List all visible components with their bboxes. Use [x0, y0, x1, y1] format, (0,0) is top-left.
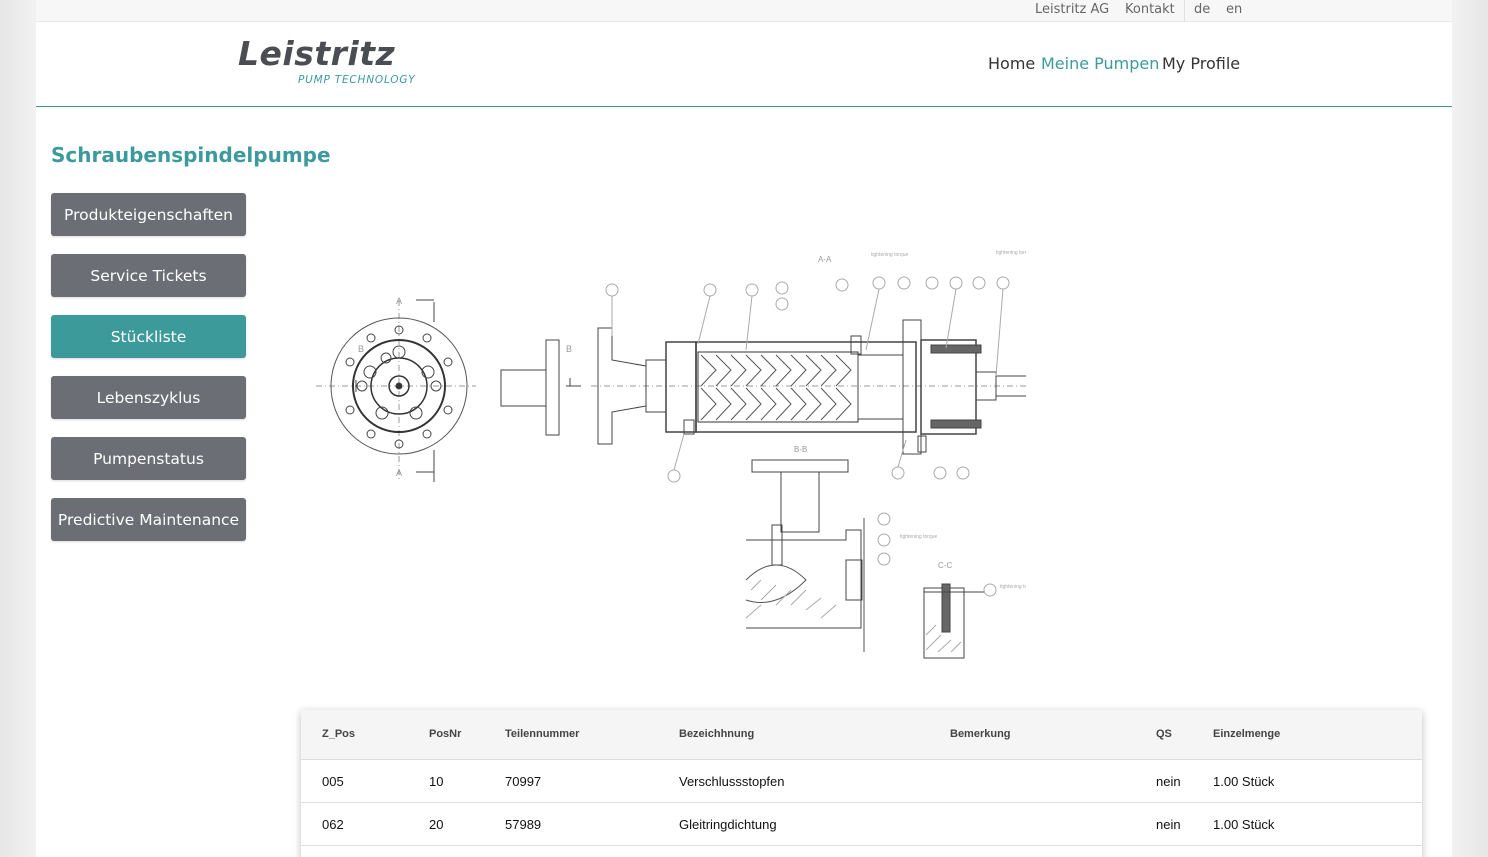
cell-einzelmenge: 1.00 Stück: [1213, 774, 1275, 789]
cell-bezeichnung: Verschlussstopfen: [679, 774, 785, 789]
table-row[interactable]: 005 10 70997 Verschlussstopfen nein 1.00…: [301, 760, 1422, 803]
front-view: [316, 299, 581, 482]
table-row[interactable]: 062 20 57989 Gleitringdichtung nein 1.00…: [301, 803, 1422, 846]
site-header: Leistritz PUMP TECHNOLOGY Home Meine Pum…: [36, 22, 1452, 107]
column-header-einzelmenge[interactable]: Einzelmenge: [1213, 728, 1281, 740]
menu-stueckliste-button[interactable]: Stückliste: [51, 315, 246, 358]
nav-meine-pumpen[interactable]: Meine Pumpen: [1041, 54, 1160, 73]
torque-note: tightening torque: [900, 534, 937, 540]
page: Leistritz AG Kontakt de en Leistritz PUM…: [36, 0, 1452, 857]
section-label: C-C: [938, 561, 952, 570]
torque-note: tightening torque: [996, 250, 1026, 256]
pump-technical-drawing: A A B B: [316, 250, 1026, 659]
side-section-view: [591, 319, 1026, 455]
lang-de-link[interactable]: de: [1194, 2, 1211, 17]
callout-bubbles: [605, 276, 1010, 483]
section-label: B: [358, 344, 364, 354]
menu-predictive-maintenance-button[interactable]: Predictive Maintenance: [51, 498, 246, 541]
cell-posnr: 10: [429, 774, 444, 789]
table-header: Z_Pos PosNr Teilennummer Bezeichhnung Be…: [301, 710, 1422, 760]
contact-link[interactable]: Kontakt: [1125, 2, 1175, 17]
cell-bezeichnung: Gleitringdichtung: [679, 817, 777, 832]
cell-qs: nein: [1156, 774, 1181, 789]
section-cc-view: [923, 583, 997, 659]
cell-teilennummer: 57989: [505, 817, 542, 832]
menu-service-tickets-button[interactable]: Service Tickets: [51, 254, 246, 297]
cell-teilennummer: 70997: [505, 774, 542, 789]
company-link[interactable]: Leistritz AG: [1035, 2, 1110, 17]
section-label: A-A: [818, 255, 832, 264]
menu-lebenszyklus-button[interactable]: Lebenszyklus: [51, 376, 246, 419]
torque-note: tightening torque: [1000, 584, 1026, 590]
top-utility-bar: Leistritz AG Kontakt de en: [36, 0, 1452, 22]
section-label: B-B: [794, 445, 807, 454]
cell-z-pos: 005: [322, 774, 344, 789]
column-header-bezeichnung[interactable]: Bezeichhnung: [679, 728, 755, 740]
page-title: Schraubenspindelpumpe: [51, 143, 331, 167]
torque-note: tightening torque: [871, 252, 908, 258]
lang-en-link[interactable]: en: [1226, 2, 1243, 17]
column-header-z-pos[interactable]: Z_Pos: [322, 728, 356, 740]
column-header-posnr[interactable]: PosNr: [429, 728, 462, 740]
cell-qs: nein: [1156, 817, 1181, 832]
section-label: B: [566, 344, 572, 354]
topbar-divider: [1184, 0, 1185, 22]
section-label: A: [396, 468, 402, 478]
cell-einzelmenge: 1.00 Stück: [1213, 817, 1275, 832]
nav-my-profile[interactable]: My Profile: [1162, 54, 1241, 73]
menu-pumpenstatus-button[interactable]: Pumpenstatus: [51, 437, 246, 480]
column-header-qs[interactable]: QS: [1156, 728, 1172, 740]
section-label: A: [396, 296, 402, 306]
logo-wordmark: Leistritz: [238, 34, 396, 73]
parts-list-table: Z_Pos PosNr Teilennummer Bezeichhnung Be…: [301, 710, 1422, 857]
menu-produkteigenschaften-button[interactable]: Produkteigenschaften: [51, 193, 246, 236]
cell-posnr: 20: [429, 817, 444, 832]
nav-home[interactable]: Home: [988, 54, 1036, 73]
column-header-bemerkung[interactable]: Bemerkung: [950, 728, 1011, 740]
column-header-teilennummer[interactable]: Teilennummer: [505, 728, 580, 740]
cell-z-pos: 062: [322, 817, 344, 832]
section-bb-view: [745, 459, 891, 652]
logo-tagline: PUMP TECHNOLOGY: [298, 74, 416, 86]
